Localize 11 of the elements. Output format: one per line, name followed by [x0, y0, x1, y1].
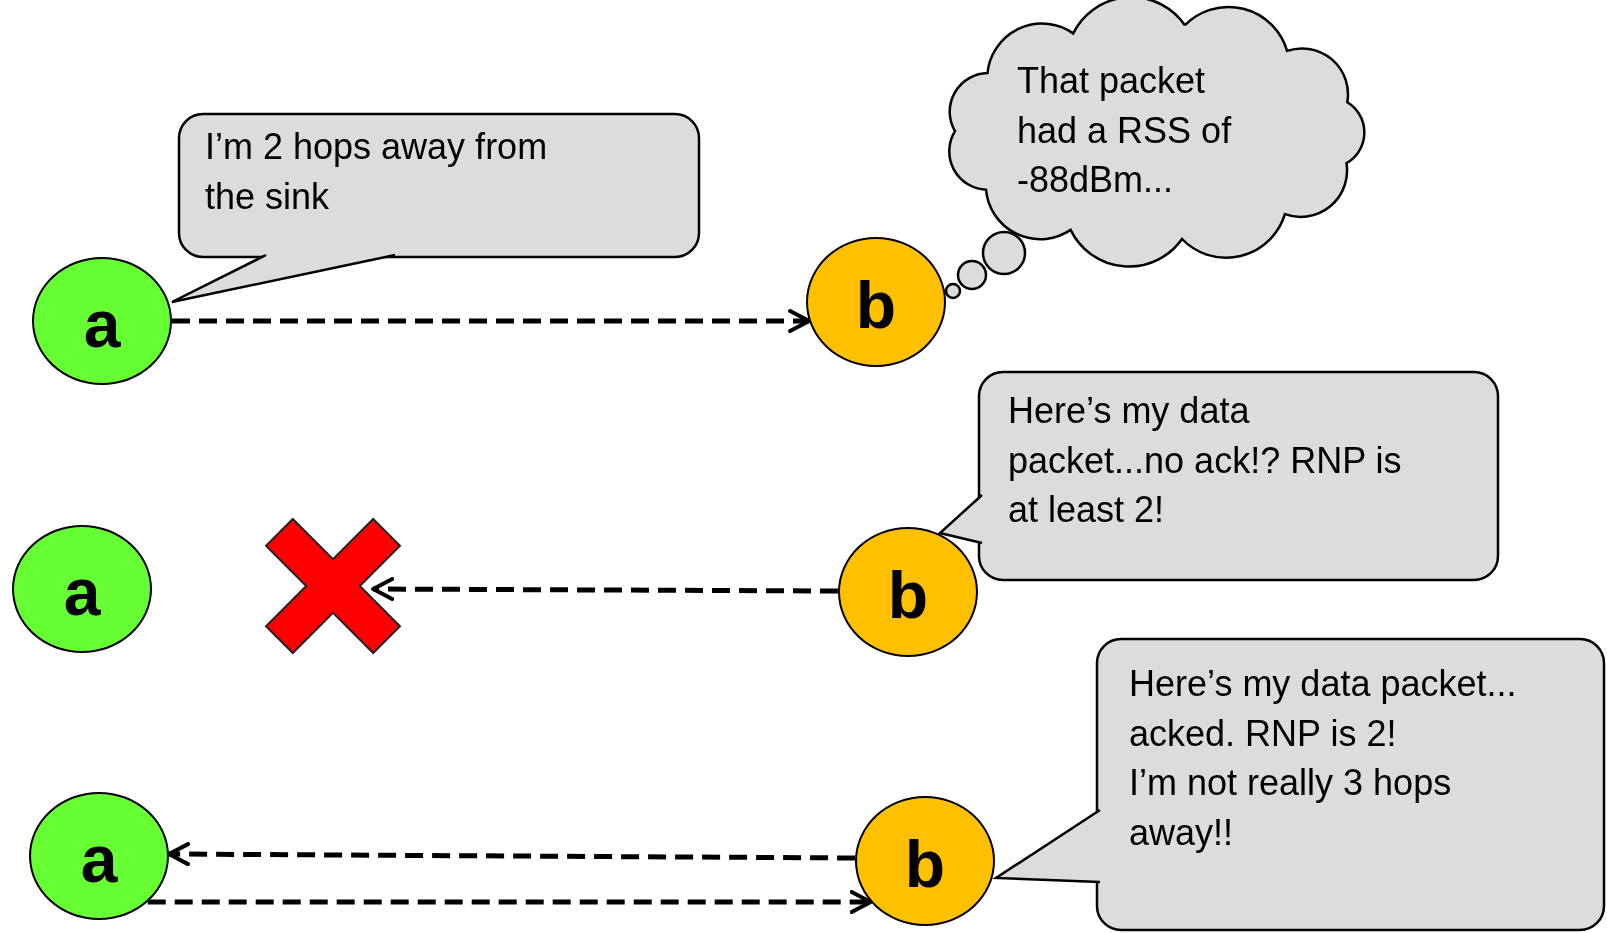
node-letter: b [855, 272, 897, 338]
bubble-text: That packet had a RSS of -88dBm... [1017, 59, 1233, 203]
dashed-arrow [371, 577, 838, 602]
node-letter: a [63, 559, 101, 625]
dashed-arrow [167, 842, 856, 867]
node-letter: a [83, 291, 121, 357]
node-letter: b [887, 562, 929, 628]
node-letter: a [80, 826, 118, 892]
dashed-arrow [147, 890, 873, 914]
node-letter: b [904, 831, 946, 897]
cross-mark [266, 519, 400, 653]
